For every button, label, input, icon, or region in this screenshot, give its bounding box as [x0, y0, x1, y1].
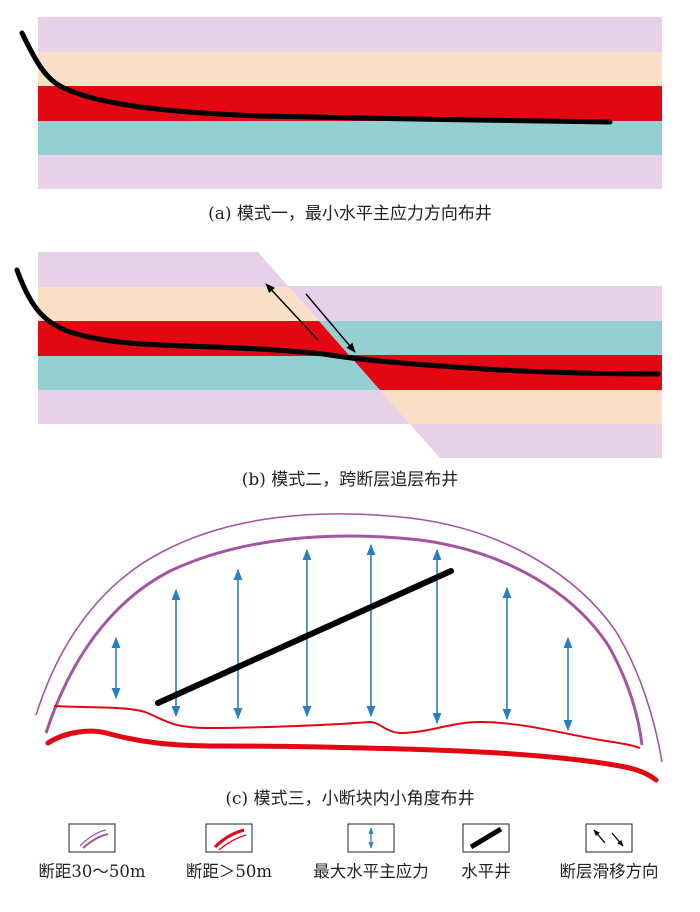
legend-label-well: 水平井	[461, 862, 511, 881]
panel-c: (c) 模式三，小断块内小角度布井	[35, 513, 663, 809]
caption-b: (b) 模式二，跨断层追层布井	[242, 470, 459, 490]
fault-small-inner	[44, 534, 644, 746]
panel-a: (a) 模式一，最小水平主应力方向布井	[19, 17, 662, 224]
legend-item-slip: 断层滑移方向	[560, 823, 659, 881]
legend-item-well: 水平井	[461, 823, 511, 881]
large-fault-icon-inner	[218, 834, 247, 851]
fault-large-lower	[45, 728, 659, 783]
layer-tan	[38, 52, 662, 86]
legend-item-small-fault: 断距30～50m	[38, 823, 146, 881]
layer-teal	[38, 121, 662, 155]
horizontal-well-icon	[469, 826, 503, 850]
fault-slip-icon	[593, 829, 606, 844]
horizontal-well-c	[155, 568, 454, 706]
fault-large-upper	[53, 705, 641, 749]
panel-b: (b) 模式二，跨断层追层布井	[14, 252, 662, 490]
legend-item-large-fault: 断距＞50m	[186, 823, 272, 881]
legend-label-stress: 最大水平主应力	[313, 862, 429, 881]
horizontal-well-b	[14, 267, 661, 377]
large-fault-icon	[213, 828, 245, 849]
caption-a: (a) 模式一，最小水平主应力方向布井	[208, 204, 492, 224]
legend-label-small-fault: 断距30～50m	[38, 862, 145, 881]
small-fault-icon-frame	[68, 823, 116, 853]
layer-red-reservoir	[38, 86, 662, 121]
large-fault-icon-frame	[205, 823, 253, 853]
legend-label-large-fault: 断距＞50m	[186, 862, 272, 881]
horizontal-well-a	[19, 30, 613, 125]
layer-purple-bottom	[38, 155, 662, 189]
caption-c: (c) 模式三，小断块内小角度布井	[225, 789, 474, 809]
fault-small-outer	[35, 513, 663, 763]
stress-arrows	[111, 543, 573, 732]
fault-slip-icon-down	[611, 832, 624, 847]
slip-arrow-down	[305, 293, 356, 353]
small-fault-icon-inner	[82, 833, 109, 849]
small-fault-icon	[79, 829, 107, 847]
fault-slip-icon-frame	[585, 823, 633, 853]
legend: 断距30～50m 断距＞50m 最大水平主应力 水平井 断层滑移方向	[38, 823, 659, 881]
slip-arrow-up	[265, 283, 319, 341]
legend-label-slip: 断层滑移方向	[560, 862, 659, 881]
legend-item-stress: 最大水平主应力	[313, 823, 429, 881]
layer-purple-top	[38, 17, 662, 52]
